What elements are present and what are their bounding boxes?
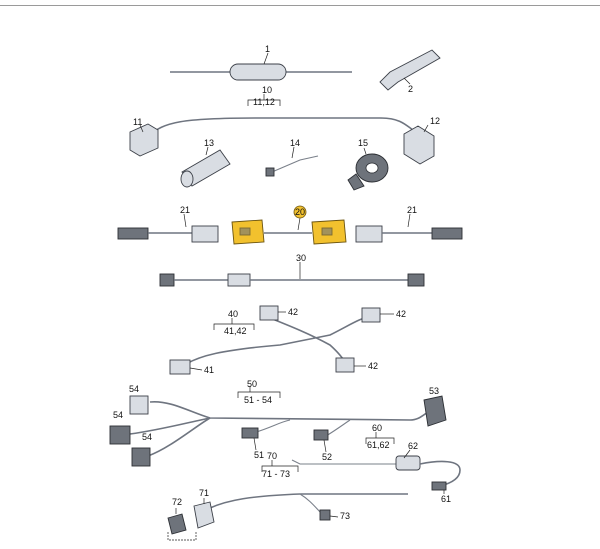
label-30: 30 bbox=[296, 253, 306, 263]
label-72: 72 bbox=[172, 497, 182, 507]
part-70-harness[interactable] bbox=[167, 460, 408, 541]
part-60-harness[interactable] bbox=[291, 432, 461, 494]
label-42-right: 42 bbox=[396, 309, 406, 319]
label-15: 15 bbox=[358, 138, 368, 148]
part-10-harness[interactable] bbox=[129, 94, 435, 165]
label-62: 62 bbox=[408, 441, 418, 451]
label-54-top: 54 bbox=[129, 384, 139, 394]
label-53: 53 bbox=[429, 386, 439, 396]
label-61: 61 bbox=[441, 494, 451, 504]
part-40-harness[interactable] bbox=[169, 305, 394, 375]
label-11: 11 bbox=[133, 117, 142, 127]
label-70: 70 bbox=[267, 451, 277, 461]
label-50-sub: 51 - 54 bbox=[244, 395, 272, 405]
top-border-line bbox=[0, 5, 600, 6]
part-50-harness[interactable] bbox=[109, 386, 447, 467]
part-21-right[interactable] bbox=[355, 213, 463, 243]
label-13: 13 bbox=[204, 138, 214, 148]
label-40: 40 bbox=[228, 309, 238, 319]
label-71: 71 bbox=[199, 488, 209, 498]
label-2: 2 bbox=[408, 84, 413, 94]
label-51-a: 51 bbox=[254, 450, 264, 460]
label-21-right: 21 bbox=[407, 205, 417, 215]
label-54-mid: 54 bbox=[113, 410, 123, 420]
label-73: 73 bbox=[340, 511, 350, 521]
label-40-sub: 41,42 bbox=[224, 326, 247, 336]
label-60-sub: 61,62 bbox=[367, 440, 390, 450]
label-1: 1 bbox=[265, 44, 270, 54]
part-20-highlighted[interactable] bbox=[231, 205, 347, 245]
label-20: 20 bbox=[295, 207, 305, 217]
label-10: 10 bbox=[262, 85, 272, 95]
label-50: 50 bbox=[247, 379, 257, 389]
part-13[interactable] bbox=[180, 146, 231, 188]
label-54-bottom: 54 bbox=[142, 432, 152, 442]
label-12: 12 bbox=[430, 116, 440, 126]
part-2[interactable] bbox=[379, 49, 441, 91]
label-21-left: 21 bbox=[180, 205, 190, 215]
part-15[interactable] bbox=[347, 147, 389, 191]
part-14[interactable] bbox=[265, 146, 319, 177]
label-60: 60 bbox=[372, 423, 382, 433]
part-21-left[interactable] bbox=[117, 213, 219, 243]
part-1[interactable] bbox=[170, 52, 352, 81]
label-42-top: 42 bbox=[288, 307, 298, 317]
label-52: 52 bbox=[322, 452, 332, 462]
label-10-sub: 11,12 bbox=[253, 97, 275, 107]
label-42-bottom: 42 bbox=[368, 361, 378, 371]
label-41: 41 bbox=[204, 365, 214, 375]
label-70-sub: 71 - 73 bbox=[262, 469, 290, 479]
part-30[interactable] bbox=[159, 262, 425, 287]
label-14: 14 bbox=[290, 138, 300, 148]
